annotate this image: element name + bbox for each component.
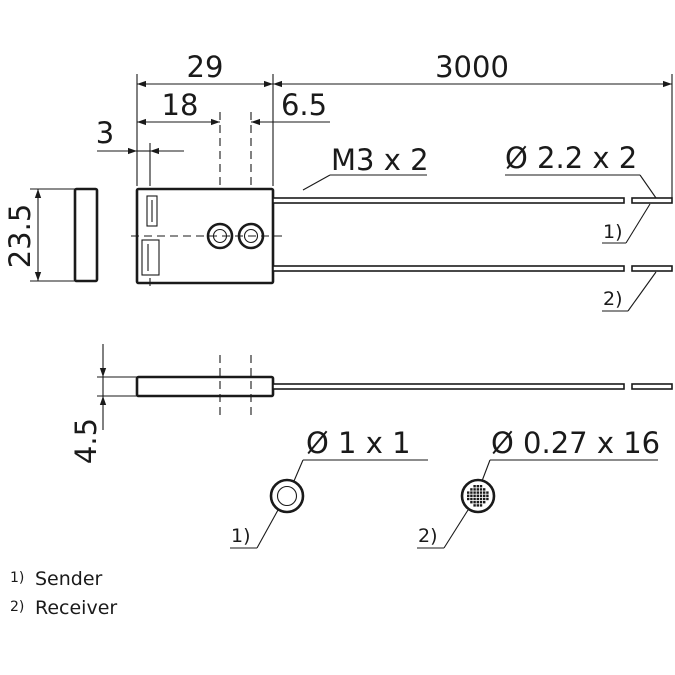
legend-label-sender: Sender — [35, 568, 103, 590]
fiber-cell — [470, 488, 473, 491]
dim-thickness: 4.5 — [69, 418, 103, 464]
fiber-cell — [476, 488, 479, 491]
cable-top-1 — [272, 197, 625, 204]
fiber-cell — [473, 491, 476, 494]
dim-width-total: 29 — [187, 50, 224, 84]
fiber-cell — [479, 488, 483, 491]
legend-mark-sender: 1) — [10, 570, 24, 586]
fiber-cell — [473, 497, 476, 501]
ref-receiver-bottom: 2) — [418, 525, 438, 547]
fiber-cell — [470, 491, 473, 494]
mounting-hole-2-inner — [243, 228, 259, 244]
cable-diameter: Ø 2.2 x 2 — [505, 141, 637, 175]
receiver-core-spec: Ø 0.27 x 16 — [491, 426, 660, 460]
cable-top-2 — [272, 265, 625, 272]
fiber-cell — [479, 494, 483, 497]
fiber-cell — [486, 497, 489, 501]
cable-top-1-end — [631, 197, 673, 204]
sender-core-leader-top — [293, 459, 304, 482]
fiber-cell — [473, 488, 476, 491]
ref-sender-leader-top — [625, 203, 651, 244]
fiber-cell — [476, 504, 479, 507]
fiber-cell — [470, 501, 473, 504]
ref-sender-top: 1) — [603, 221, 623, 243]
mounting-hole-1-inner — [212, 228, 228, 244]
sender-core-spec: Ø 1 x 1 — [306, 426, 411, 460]
legend-mark-receiver: 2) — [10, 599, 24, 615]
dim-height: 23.5 — [3, 204, 37, 269]
dim-hole-spacing: 6.5 — [281, 88, 327, 122]
fiber-cell — [473, 485, 476, 488]
dim-hole-offset: 18 — [162, 88, 199, 122]
fiber-cell — [473, 501, 476, 504]
fiber-cell — [476, 485, 479, 488]
receiver-fiber-bundle — [467, 485, 489, 507]
ref-receiver-leader-bottom — [443, 509, 469, 549]
ref-receiver-top: 2) — [603, 288, 623, 310]
fiber-cell — [473, 504, 476, 507]
emitter-window — [146, 195, 158, 227]
ref-sender-leader-bottom — [256, 509, 279, 549]
fiber-cell — [473, 494, 476, 497]
fiber-cell — [479, 491, 483, 494]
receiver-window — [141, 239, 160, 276]
fiber-cell — [476, 501, 479, 504]
fiber-cell — [483, 488, 486, 491]
fiber-cell — [479, 485, 483, 488]
fiber-cell — [467, 494, 470, 497]
fiber-cell — [470, 494, 473, 497]
fiber-cell — [479, 497, 483, 501]
fiber-cell — [470, 497, 473, 501]
fiber-cell — [483, 494, 486, 497]
fiber-cell — [483, 491, 486, 494]
fiber-cell — [467, 497, 470, 501]
fiber-cell — [486, 491, 489, 494]
mounting-hole-1 — [206, 222, 234, 250]
fiber-cell — [479, 504, 483, 507]
fiber-cell — [476, 494, 479, 497]
receiver-core-outer — [460, 478, 496, 514]
thread-leader — [302, 174, 331, 191]
cable-top-2-end — [631, 265, 673, 272]
sender-core-inner — [276, 485, 298, 507]
cable-diameter-leader — [639, 174, 657, 199]
thread-spec: M3 x 2 — [331, 143, 429, 177]
fiber-cell — [476, 497, 479, 501]
dim-cable-length: 3000 — [435, 50, 509, 84]
receiver-core-leader-top — [481, 459, 491, 482]
side-profile — [73, 187, 99, 283]
fiber-cell — [479, 501, 483, 504]
fiber-cell — [483, 501, 486, 504]
legend: 1) Sender 2) Receiver — [10, 568, 117, 619]
fiber-cell — [483, 497, 486, 501]
dim-edge-offset: 3 — [96, 116, 114, 150]
sender-core-outer — [269, 478, 305, 514]
fiber-cell — [486, 494, 489, 497]
fiber-cell — [467, 491, 470, 494]
ref-receiver-leader-top — [627, 271, 657, 312]
cable-side — [272, 383, 625, 390]
ref-sender-bottom: 1) — [231, 525, 251, 547]
mounting-hole-2 — [237, 222, 265, 250]
cable-side-end — [631, 383, 673, 390]
sensor-body-side — [135, 375, 275, 398]
fiber-cell — [476, 491, 479, 494]
legend-label-receiver: Receiver — [35, 597, 117, 619]
